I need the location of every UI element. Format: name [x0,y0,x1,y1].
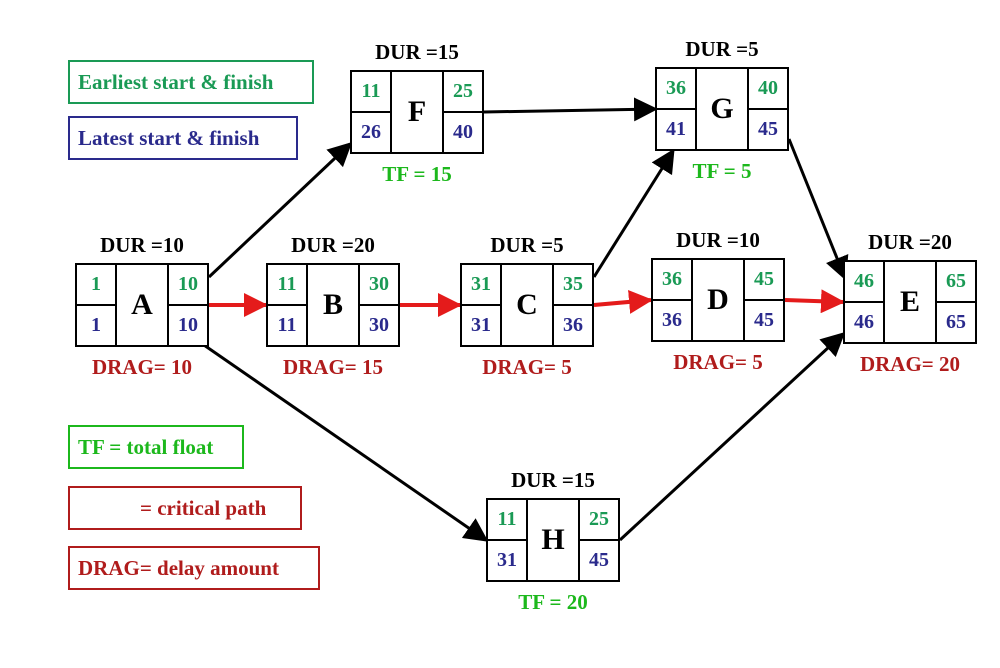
arrow-g-to-e [787,138,849,281]
node-f-duration: DUR =15 [375,40,459,64]
node-a-early-start: 1 [77,265,117,305]
node-e-late-start: 46 [845,302,885,342]
arrow-f-to-g [483,97,658,122]
arrow-d-to-e [784,289,845,314]
node-h-duration: DUR =15 [511,468,595,492]
node-f: 11 25 26 40 F [350,70,484,154]
legend-total-float-label: TF = total float [78,434,214,459]
node-g-duration: DUR =5 [685,37,759,61]
node-b-drag: DRAG= 15 [282,355,384,379]
node-h-late-finish: 45 [578,540,618,580]
node-d-duration: DUR =10 [676,228,760,252]
legend-latest: Latest start & finish [68,116,298,160]
node-h-name: H [541,523,565,556]
node-f-early-finish: 25 [442,72,482,112]
arrow-a-to-h [200,341,489,542]
legend-earliest-label: Earliest start & finish [78,69,274,94]
node-f-late-start: 26 [352,112,392,152]
node-e-early-finish: 65 [935,262,975,302]
legend-total-float: TF = total float [68,425,244,469]
node-c-name: C [516,288,538,321]
node-e-name: E [899,285,920,318]
node-e-late-finish: 65 [935,302,975,342]
node-a-name: A [131,288,153,321]
node-d-late-start: 36 [653,300,693,340]
arrow-a-to-f [207,141,353,279]
node-c: 31 35 31 36 C [460,263,594,347]
node-g-total-float: TF = 5 [692,159,752,183]
node-c-drag: DRAG= 5 [482,355,572,379]
node-g-early-start: 36 [657,69,697,109]
legend-drag-label: DRAG= delay amount [78,555,279,580]
arrow-c-to-d [593,289,653,314]
node-b-early-start: 11 [268,265,308,305]
node-g-late-start: 41 [657,109,697,149]
node-f-early-start: 11 [352,72,392,112]
node-d-early-finish: 45 [743,260,783,300]
node-h-total-float: TF = 20 [518,590,588,614]
node-h-early-finish: 25 [578,500,618,540]
node-a-late-start: 1 [77,305,117,345]
node-c-duration: DUR =5 [490,233,564,257]
node-e-early-start: 46 [845,262,885,302]
node-b-name: B [322,288,343,321]
legend-earliest: Earliest start & finish [68,60,314,104]
node-e-drag: DRAG= 20 [859,352,961,376]
node-f-total-float: TF = 15 [382,162,452,186]
arrow-h-to-e [618,331,846,542]
node-h-early-start: 11 [488,500,528,540]
node-h: 11 25 31 45 H [486,498,620,582]
legend-drag: DRAG= delay amount [68,546,320,590]
node-h-late-start: 31 [488,540,528,580]
legend-latest-label: Latest start & finish [78,125,260,150]
node-b-late-start: 11 [268,305,308,345]
node-a-drag: DRAG= 10 [91,355,193,379]
node-a-duration: DUR =10 [100,233,184,257]
node-a-late-finish: 10 [167,305,207,345]
node-g-name: G [710,92,734,125]
node-g: 36 40 41 45 G [655,67,789,151]
node-a-early-finish: 10 [167,265,207,305]
node-c-early-start: 31 [462,265,502,305]
node-d-drag: DRAG= 5 [673,350,763,374]
node-c-early-finish: 35 [552,265,592,305]
node-b-late-finish: 30 [358,305,398,345]
legend-critical-path: = critical path [68,486,302,530]
node-d-late-finish: 45 [743,300,783,340]
node-g-late-finish: 45 [747,109,787,149]
legend-critical-path-label: = critical path [140,495,267,520]
node-c-late-finish: 36 [552,305,592,345]
node-f-late-finish: 40 [442,112,482,152]
node-b-duration: DUR =20 [291,233,375,257]
node-b-early-finish: 30 [358,265,398,305]
node-d-name: D [707,283,729,316]
arrow-c-to-g [592,148,675,278]
node-d-early-start: 36 [653,260,693,300]
node-e-duration: DUR =20 [868,230,952,254]
node-g-early-finish: 40 [747,69,787,109]
node-c-late-start: 31 [462,305,502,345]
node-f-name: F [407,95,427,128]
